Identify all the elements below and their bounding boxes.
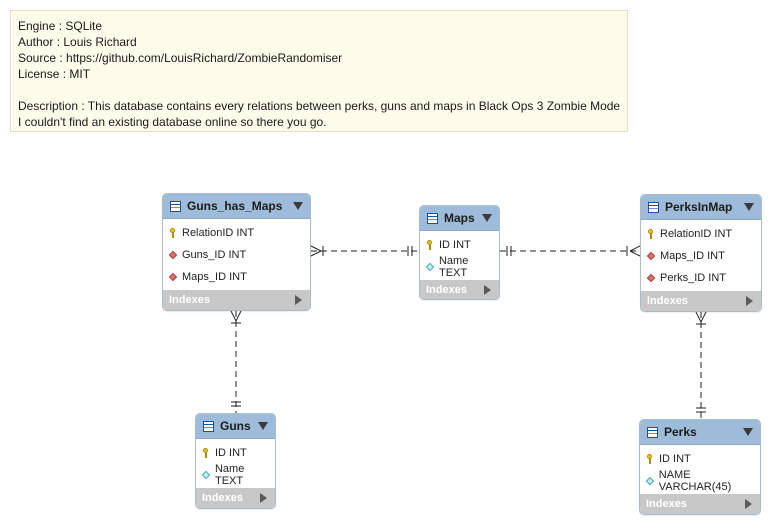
table-perks-in-map[interactable]: PerksInMap RelationID INT Maps_ID INT Pe…	[640, 194, 762, 312]
collapse-caret-icon[interactable]	[293, 202, 303, 210]
column-row[interactable]: Maps_ID INT	[163, 266, 310, 288]
table-header[interactable]: PerksInMap	[641, 195, 761, 220]
table-title: Perks	[664, 425, 697, 439]
column-row[interactable]: RelationID INT	[163, 222, 310, 244]
indexes-label: Indexes	[646, 498, 687, 510]
relation-pim-perks[interactable]	[695, 311, 707, 419]
column-name: Name TEXT	[438, 255, 469, 279]
table-icon	[427, 212, 438, 224]
table-header[interactable]: Maps	[420, 206, 499, 231]
column-row[interactable]: Perks_ID INT	[641, 267, 761, 289]
collapse-caret-icon[interactable]	[258, 422, 268, 430]
expand-arrow-icon[interactable]	[746, 296, 753, 306]
table-maps[interactable]: Maps ID INT Name TEXT Indexes	[419, 205, 500, 300]
column-name: ID INT	[439, 239, 471, 251]
indexes-section[interactable]: Indexes	[196, 488, 275, 508]
collapse-caret-icon[interactable]	[482, 214, 492, 222]
column-row[interactable]: NAME VARCHAR(45)	[640, 469, 760, 493]
table-footer	[640, 514, 760, 515]
note-engine: Engine : SQLite	[18, 19, 103, 33]
table-header[interactable]: Guns	[196, 414, 275, 439]
table-icon	[203, 420, 214, 432]
table-title: Guns	[220, 419, 251, 433]
note-source: Source : https://github.com/LouisRichard…	[18, 51, 343, 65]
relation-ghm-guns[interactable]	[230, 310, 242, 413]
column-name: RelationID INT	[182, 227, 255, 239]
indexes-label: Indexes	[426, 284, 467, 296]
table-icon	[170, 200, 181, 212]
column-name: Name TEXT	[214, 463, 245, 487]
table-footer	[196, 508, 275, 509]
indexes-section[interactable]: Indexes	[420, 280, 499, 299]
table-footer	[641, 311, 761, 312]
column-name: Guns_ID INT	[182, 249, 247, 261]
collapse-caret-icon[interactable]	[743, 428, 753, 436]
indexes-label: Indexes	[202, 492, 243, 504]
column-icon	[425, 262, 435, 272]
note-license: License : MIT	[18, 67, 91, 81]
expand-arrow-icon[interactable]	[484, 285, 491, 295]
note-author: Author : Louis Richard	[18, 35, 137, 49]
column-icon	[645, 476, 655, 486]
column-name: Maps_ID INT	[660, 250, 725, 262]
table-title: Maps	[444, 211, 475, 225]
foreign-key-icon	[646, 251, 656, 261]
table-header[interactable]: Perks	[640, 420, 760, 445]
column-row[interactable]: Name TEXT	[420, 255, 499, 279]
expand-arrow-icon[interactable]	[295, 295, 302, 305]
primary-key-icon	[646, 454, 654, 464]
primary-key-icon	[202, 448, 210, 458]
column-name: RelationID INT	[660, 228, 733, 240]
indexes-label: Indexes	[169, 294, 210, 306]
primary-key-icon	[647, 229, 655, 239]
table-header[interactable]: Guns_has_Maps	[163, 194, 310, 219]
indexes-label: Indexes	[647, 295, 688, 307]
column-icon	[201, 470, 211, 480]
foreign-key-icon	[168, 272, 178, 282]
foreign-key-icon	[646, 273, 656, 283]
indexes-section[interactable]: Indexes	[640, 494, 760, 514]
column-name: Maps_ID INT	[182, 271, 247, 283]
indexes-section[interactable]: Indexes	[641, 291, 761, 311]
relation-maps-pim[interactable]	[500, 245, 641, 257]
primary-key-icon	[169, 228, 177, 238]
table-guns[interactable]: Guns ID INT Name TEXT Indexes	[195, 413, 276, 509]
table-perks[interactable]: Perks ID INT NAME VARCHAR(45) Indexes	[639, 419, 761, 515]
table-icon	[648, 201, 659, 213]
indexes-section[interactable]: Indexes	[163, 290, 310, 310]
foreign-key-icon	[168, 250, 178, 260]
column-name: NAME VARCHAR(45)	[658, 469, 732, 493]
expand-arrow-icon[interactable]	[260, 493, 267, 503]
column-row[interactable]: ID INT	[420, 234, 499, 256]
table-icon	[647, 426, 658, 438]
table-guns-has-maps[interactable]: Guns_has_Maps RelationID INT Guns_ID INT…	[162, 193, 311, 311]
column-row[interactable]: RelationID INT	[641, 223, 761, 245]
column-name: ID INT	[659, 453, 691, 465]
table-footer	[163, 310, 310, 311]
column-name: ID INT	[215, 447, 247, 459]
table-title: PerksInMap	[665, 200, 733, 214]
expand-arrow-icon[interactable]	[745, 499, 752, 509]
note-description-2: I couldn't find an existing database onl…	[18, 115, 327, 129]
column-row[interactable]: ID INT	[196, 442, 275, 464]
note-description: Description : This database contains eve…	[18, 99, 621, 113]
relation-ghm-maps[interactable]	[310, 245, 419, 257]
collapse-caret-icon[interactable]	[744, 203, 754, 211]
diagram-note[interactable]: Engine : SQLite Author : Louis Richard S…	[10, 10, 628, 132]
column-row[interactable]: Maps_ID INT	[641, 245, 761, 267]
column-row[interactable]: Guns_ID INT	[163, 244, 310, 266]
primary-key-icon	[426, 240, 434, 250]
column-row[interactable]: Name TEXT	[196, 463, 275, 487]
column-name: Perks_ID INT	[660, 272, 727, 284]
column-row[interactable]: ID INT	[640, 448, 760, 470]
table-title: Guns_has_Maps	[187, 199, 283, 213]
